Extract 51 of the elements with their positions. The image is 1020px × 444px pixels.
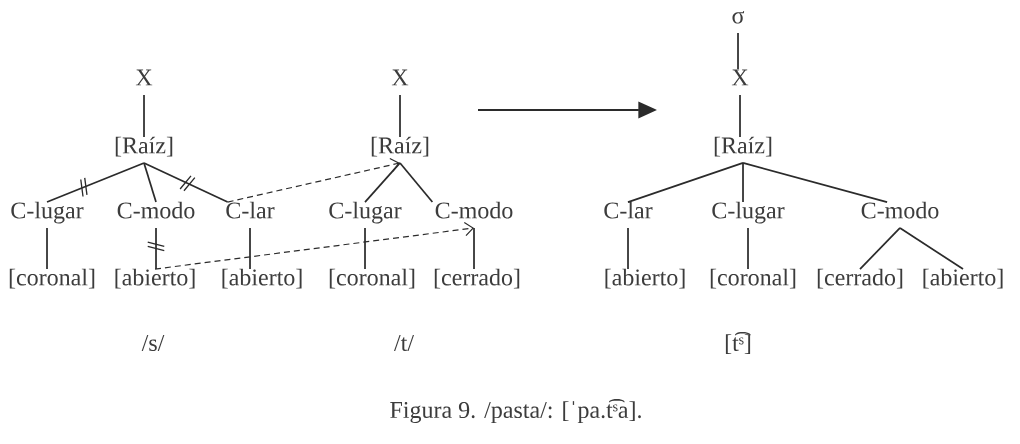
node-label: [cerrado] <box>434 268 520 289</box>
node-label: [abierto] <box>605 268 685 289</box>
association-line <box>399 94 401 138</box>
node-label: C-modo <box>861 201 939 219</box>
node-label: [abierto] <box>115 268 195 289</box>
node-label: [coronal] <box>710 268 796 289</box>
node-label: σ <box>732 11 745 24</box>
association-line <box>627 162 744 203</box>
node-label: [coronal] <box>9 268 95 289</box>
association-line <box>155 227 157 270</box>
association-line <box>859 227 901 270</box>
association-line <box>899 227 964 270</box>
association-line <box>742 162 888 203</box>
node-label: C-lugar <box>329 201 402 224</box>
association-line <box>737 32 739 70</box>
node-label: C-lar <box>604 201 653 219</box>
association-line <box>46 162 145 203</box>
association-line <box>739 94 741 138</box>
node-label: C-modo <box>117 201 195 219</box>
association-line <box>46 227 48 270</box>
node-label: [abierto] <box>923 268 1003 289</box>
node-label: C-modo <box>435 201 513 219</box>
association-line <box>249 227 251 270</box>
association-line <box>627 227 629 270</box>
transcription-label: /s/ <box>141 334 165 352</box>
node-label: C-lar <box>226 201 275 219</box>
association-line <box>364 227 366 270</box>
association-line <box>143 162 157 203</box>
dashed-arrow <box>227 157 400 203</box>
association-line <box>742 162 744 203</box>
dashed-arrow <box>154 221 474 270</box>
node-label: X <box>135 69 153 86</box>
node-label: X <box>391 69 409 86</box>
association-line <box>143 162 229 203</box>
association-line <box>473 227 475 270</box>
transcription-label: [t͡ˢ] <box>725 331 751 355</box>
node-label: [Raíz] <box>714 136 772 157</box>
association-line <box>364 162 401 203</box>
association-line <box>399 162 434 203</box>
node-label: [Raíz] <box>115 136 173 157</box>
node-label: C-lugar <box>712 201 785 224</box>
node-label: [abierto] <box>222 268 302 289</box>
node-label: X <box>731 69 749 86</box>
transcription-label: /t/ <box>394 334 414 352</box>
caption: Figura 9. /pasta/: [ˈpa.t͡ˢa]. <box>390 399 641 424</box>
association-line <box>747 227 749 270</box>
node-label: [coronal] <box>329 268 415 289</box>
node-label: [Raíz] <box>371 136 429 157</box>
node-label: [cerrado] <box>817 268 903 289</box>
node-label: C-lugar <box>11 201 84 224</box>
association-line <box>143 94 145 138</box>
